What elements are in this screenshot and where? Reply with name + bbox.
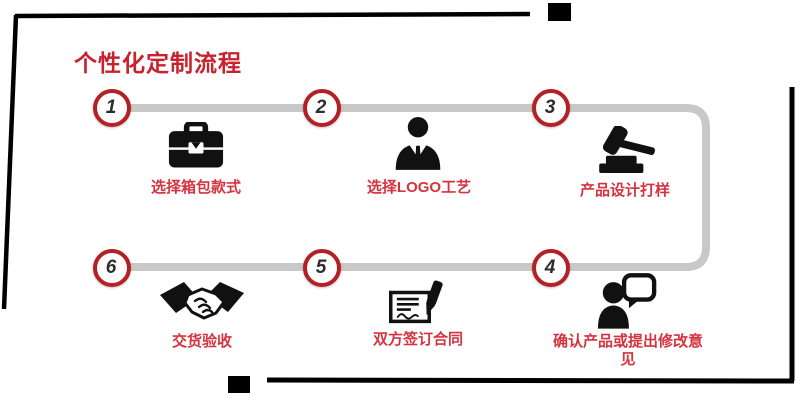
step-circle-1: 1: [93, 89, 131, 127]
step-label-6: 交货验收: [171, 333, 232, 350]
step-label-5: 双方签订合同: [372, 331, 463, 348]
briefcase-icon: [168, 122, 224, 168]
step-number-3: 3: [544, 97, 556, 118]
step-circle-3: 3: [532, 89, 570, 127]
step-label-2: 选择LOGO工艺: [366, 179, 472, 196]
step-circle-5: 5: [303, 249, 341, 287]
step-number-1: 1: [105, 97, 117, 118]
handshake-icon: [160, 282, 244, 320]
step-circle-4: 4: [532, 249, 570, 287]
frame-left-line: [1, 14, 19, 310]
step-number-6: 6: [105, 257, 117, 278]
step-circle-6: 6: [93, 249, 131, 287]
step-label-3: 产品设计打样: [579, 182, 670, 199]
step-number-4: 4: [544, 257, 556, 278]
frame-bottom-square: [228, 376, 250, 393]
step-number-5: 5: [315, 257, 327, 278]
frame-top-line: [14, 11, 531, 19]
step-label-4: 确认产品或提出修改意见: [552, 333, 703, 368]
page-title: 个性化定制流程: [74, 50, 242, 76]
gavel-icon: [599, 126, 655, 174]
frame-bottom-line: [266, 377, 795, 384]
step-circle-2: 2: [303, 89, 341, 127]
contract-signing-icon: [389, 280, 443, 324]
businessman-icon: [395, 117, 441, 170]
frame-top-square: [548, 3, 571, 21]
step-label-1: 选择箱包款式: [150, 179, 241, 196]
person-speech-bubble-icon: [597, 273, 657, 329]
step-number-2: 2: [315, 97, 327, 118]
